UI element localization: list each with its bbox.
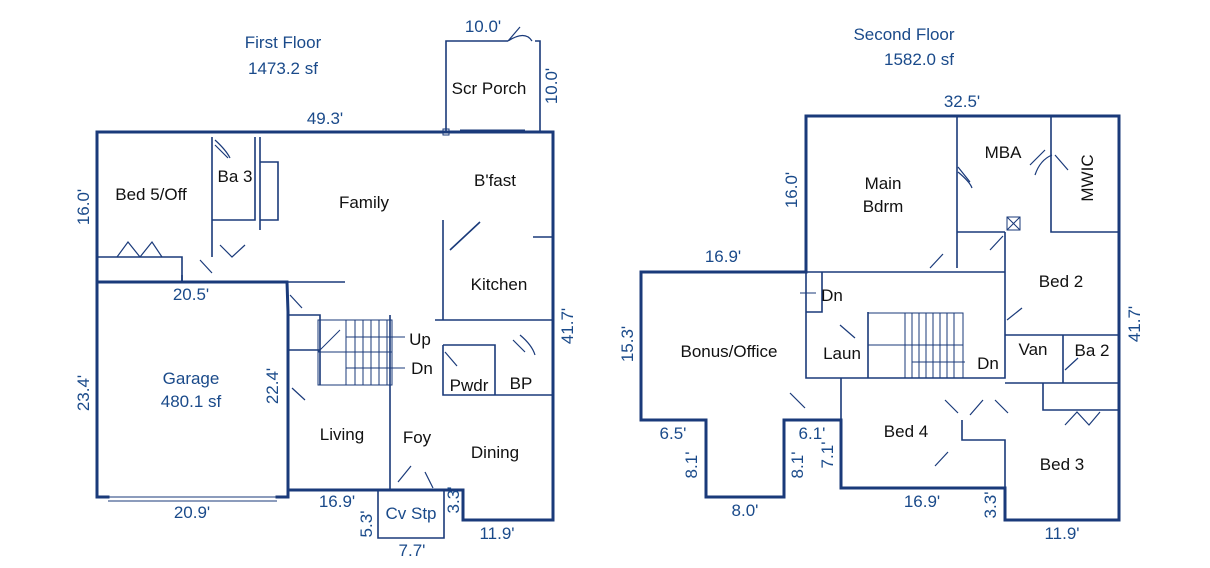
dim-first-right: 41.7' [558,308,577,344]
room-pwdr: Pwdr [450,376,489,395]
dim-notch-left-width: 6.5' [660,424,687,443]
room-bed2: Bed 2 [1039,272,1083,291]
dim-stoop-right: 3.3' [444,487,463,514]
room-bp: BP [510,374,533,393]
room-ba2: Ba 2 [1075,341,1110,360]
second-floor: Second Floor 1582.0 sf [618,25,1144,543]
room-garage: Garage [163,369,220,388]
dim-porch-width: 10.0' [465,17,501,36]
second-floor-stairs [800,292,965,379]
screen-porch-wall [445,40,541,132]
garage-area: 480.1 sf [161,392,222,411]
dim-garage-bottom: 20.9' [174,503,210,522]
first-floor-area: 1473.2 sf [248,59,318,78]
stair-down-second: Dn [977,354,999,373]
room-dining: Dining [471,443,519,462]
dim-notch-right-width: 6.1' [799,424,826,443]
dim-first-left-upper: 16.0' [74,189,93,225]
room-bfast: B'fast [474,171,516,190]
dim-second-left-upper: 16.0' [782,172,801,208]
room-mwic: MWIC [1078,154,1097,201]
dim-front-left: 16.9' [319,492,355,511]
room-main-bdrm-line1: Main [865,174,902,193]
room-living: Living [320,425,364,444]
dim-garage-top: 20.5' [173,285,209,304]
porch-door [507,26,533,42]
second-floor-title: Second Floor [853,25,954,44]
first-floor-title: First Floor [245,33,322,52]
room-kitchen: Kitchen [471,275,528,294]
room-cv-stp: Cv Stp [385,504,436,523]
dim-garage-left: 23.4' [74,375,93,411]
dim-bed4-left: 7.1' [818,442,837,469]
dim-bed3-step: 3.3' [981,492,1000,519]
garage-wall [95,280,290,499]
room-foy: Foy [403,428,432,447]
room-bed5-off: Bed 5/Off [115,185,187,204]
dim-second-right: 41.7' [1125,306,1144,342]
dim-front-right: 11.9' [479,524,514,543]
second-floor-area: 1582.0 sf [884,50,954,69]
stair-down-label: Dn [411,359,433,378]
first-floor-stairs [317,319,405,386]
dim-notch-left-height: 8.1' [682,452,701,479]
dim-notch-right-height: 8.1' [788,452,807,479]
dim-garage-right: 22.4' [263,368,282,404]
room-scr-porch: Scr Porch [452,79,527,98]
room-ba3: Ba 3 [218,167,253,186]
dim-porch-height: 10.0' [542,68,561,104]
room-family: Family [339,193,390,212]
second-floor-outer-wall [639,114,1121,522]
dim-bonus-top: 16.9' [705,247,741,266]
dim-second-bottom-right: 11.9' [1044,524,1079,543]
dim-notch-bottom: 8.0' [732,501,759,520]
room-main-bdrm-line2: Bdrm [863,197,904,216]
room-van: Van [1019,340,1048,359]
room-bed3: Bed 3 [1040,455,1084,474]
room-bed4: Bed 4 [884,422,928,441]
dim-bonus-left: 15.3' [618,326,637,362]
dim-second-bottom-mid: 16.9' [904,492,940,511]
room-laun: Laun [823,344,861,363]
room-bonus-office: Bonus/Office [680,342,777,361]
dim-first-top: 49.3' [307,109,343,128]
dim-stoop-left: 5.3' [357,511,376,538]
first-floor: First Floor 1473.2 sf [74,17,577,560]
dim-stoop-bottom: 7.7' [399,541,426,560]
stair-up-label: Up [409,330,431,349]
stair-down-top: Dn [821,286,843,305]
room-mba: MBA [985,143,1023,162]
dim-second-top: 32.5' [944,92,980,111]
